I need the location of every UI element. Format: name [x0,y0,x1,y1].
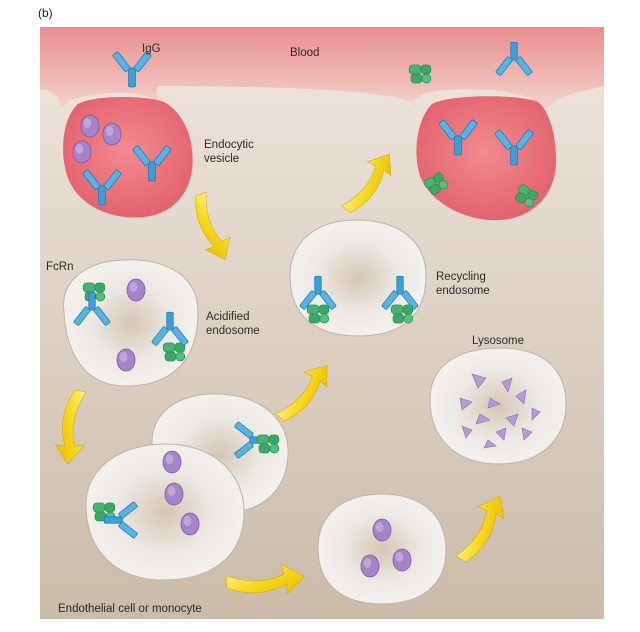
protein-purple-7 [164,482,184,506]
label-cell: Endothelial cell or monocyte [58,603,202,615]
label-recycling-1: Recycling [436,271,486,283]
protein-purple-9 [372,518,392,542]
late-endosome [317,493,447,605]
degraded-fragments [459,373,541,449]
label-blood: Blood [290,47,319,59]
protein-purple-6 [162,450,182,474]
protein-purple-8 [180,512,200,536]
label-fcrn: FcRn [46,261,73,273]
label-lysosome: Lysosome [472,335,524,347]
protein-purple-11 [392,548,412,572]
blood-region [40,27,604,110]
protein-purple-5 [116,348,136,372]
label-acidified-2: endosome [206,325,260,337]
label-recycling-2: endosome [436,285,490,297]
protein-purple-3 [72,140,92,164]
protein-purple-4 [126,278,146,302]
label-igg: IgG [142,43,161,55]
label-acidified-1: Acidified [206,311,249,323]
panel-label: (b) [38,6,53,20]
protein-purple-10 [360,554,380,578]
protein-purple-1 [80,114,100,138]
sorting-endosome-lower [85,443,245,581]
label-endocytic-2: vesicle [204,153,239,165]
lysosome [429,347,567,465]
label-endocytic-1: Endocytic [204,139,254,151]
fcrn-blood-released [408,64,432,84]
protein-purple-2 [102,122,122,146]
